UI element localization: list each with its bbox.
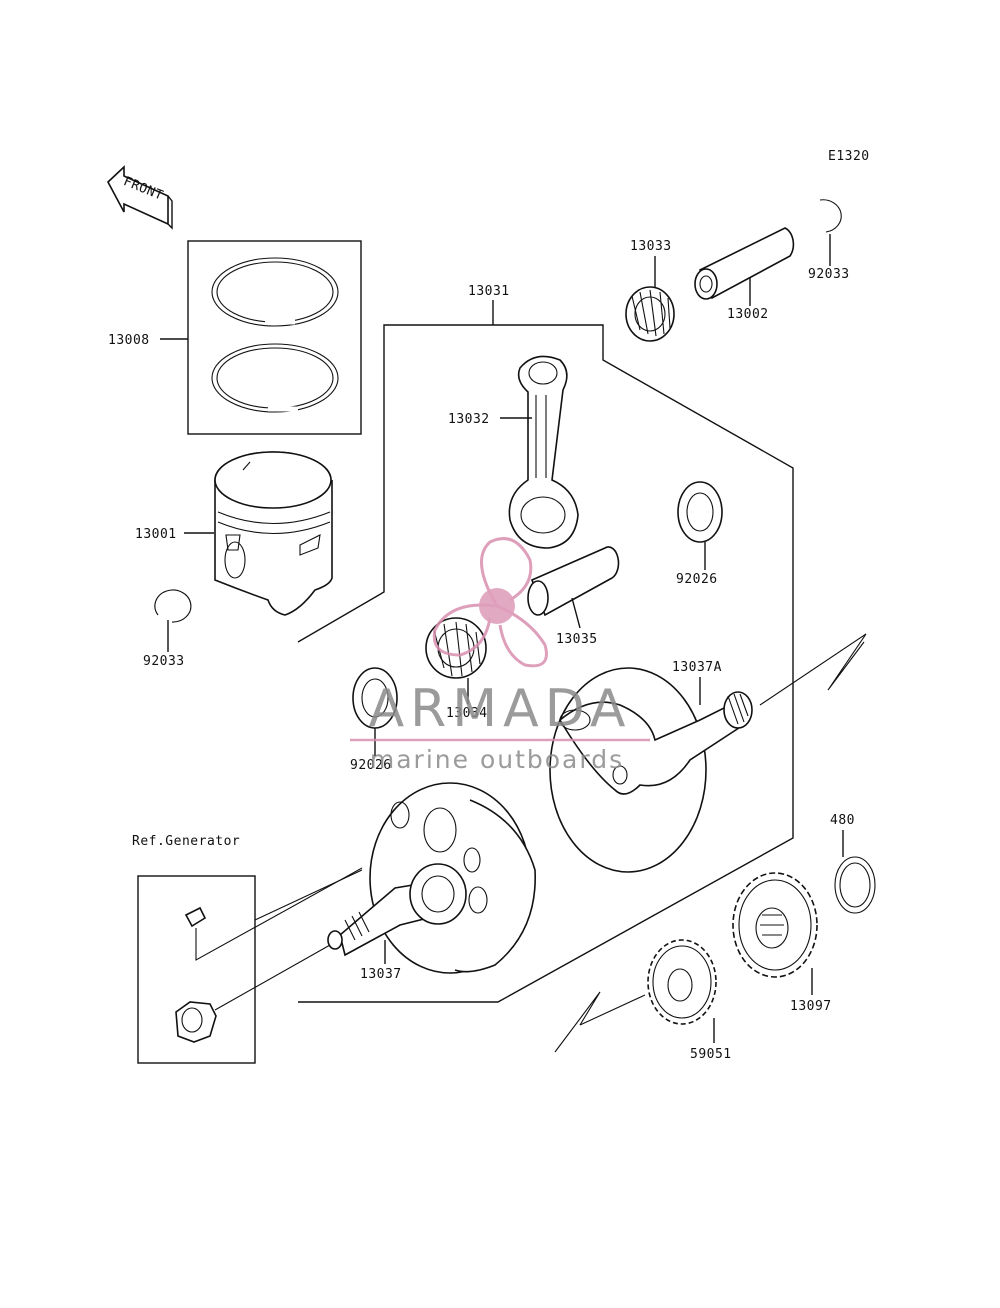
label-92026-right: 92026 xyxy=(676,572,718,587)
watermark-tagline: marine outboards xyxy=(370,745,624,774)
propeller-logo-icon xyxy=(432,537,548,668)
piston[interactable] xyxy=(214,451,333,616)
label-13035: 13035 xyxy=(556,632,598,647)
piston-ring-set[interactable] xyxy=(187,240,362,435)
label-13037: 13037 xyxy=(360,967,402,982)
label-13034: 13034 xyxy=(446,706,488,721)
thrust-washer-right[interactable] xyxy=(677,481,723,543)
label-480: 480 xyxy=(830,813,855,828)
piston-clip-right[interactable] xyxy=(819,199,842,233)
reference-generator-box xyxy=(137,867,363,1064)
label-92033-right: 92033 xyxy=(808,267,850,282)
label-13097: 13097 xyxy=(790,999,832,1014)
crankshaft-right[interactable] xyxy=(549,633,867,873)
label-13002: 13002 xyxy=(727,307,769,322)
diagram-code: E1320 xyxy=(828,149,870,164)
label-13032: 13032 xyxy=(448,412,490,427)
crankshaft-left[interactable] xyxy=(327,782,536,974)
label-59051: 59051 xyxy=(690,1047,732,1062)
label-92033-left: 92033 xyxy=(143,654,185,669)
connecting-rod[interactable] xyxy=(508,355,579,549)
watermark-brand: ARMADA xyxy=(369,679,632,739)
reference-generator-label: Ref.Generator xyxy=(132,834,240,849)
front-arrow-icon: FRONT xyxy=(107,165,173,230)
gear-large[interactable] xyxy=(732,872,818,978)
label-13033: 13033 xyxy=(630,239,672,254)
crank-pin[interactable] xyxy=(527,546,620,617)
connecting-rod-assembly-outline xyxy=(297,324,794,1003)
label-13031: 13031 xyxy=(468,284,510,299)
piston-pin[interactable] xyxy=(694,227,795,300)
label-13001: 13001 xyxy=(135,527,177,542)
circlip[interactable] xyxy=(834,856,876,914)
label-92026-left: 92026 xyxy=(350,758,392,773)
small-end-bearing[interactable] xyxy=(625,286,675,342)
label-13037A: 13037A xyxy=(672,660,722,675)
label-13008: 13008 xyxy=(108,333,150,348)
piston-clip-left[interactable] xyxy=(154,589,192,623)
armada-watermark: ARMADA marine outboards xyxy=(350,537,650,774)
gear-small[interactable] xyxy=(554,939,717,1053)
